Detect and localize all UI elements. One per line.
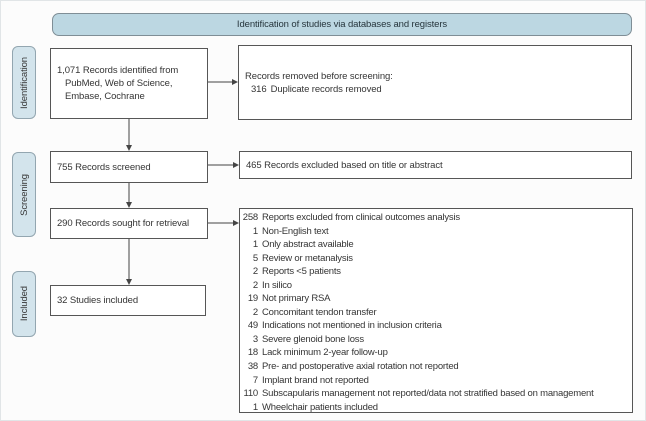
exclusion-reason-row: 38 Pre- and postoperative axial rotation… [242, 360, 630, 374]
exclusion-reason-row: 5 Review or metanalysis [242, 252, 630, 266]
box-records-sought-retrieval: 290 Records sought for retrieval [50, 208, 208, 239]
reason-count: 7 [252, 374, 258, 386]
reason-count: 5 [252, 252, 258, 264]
exclusion-reason-row: 18 Lack minimum 2-year follow-up [242, 346, 630, 360]
box-records-removed-before-screening: Records removed before screening: 316 Du… [238, 45, 632, 120]
stage-label-screening: Screening [12, 152, 36, 237]
reason-text: Concomitant tendon transfer [262, 306, 377, 318]
reason-count: 1 [252, 401, 258, 413]
records-removed-item-count: 316 [251, 83, 267, 95]
exclusion-reason-row: 3 Severe glenoid bone loss [242, 333, 630, 347]
box-records-screened: 755 Records screened [50, 151, 208, 183]
reason-count: 18 [247, 347, 258, 359]
reason-text: Not primary RSA [262, 293, 331, 305]
records-identified-line1: 1,071 Records identified from [57, 65, 179, 76]
box-studies-included: 32 Studies included [50, 285, 206, 316]
box-reports-excluded: 258 Reports excluded from clinical outco… [239, 208, 633, 413]
records-screened-text: 755 Records screened [57, 161, 151, 173]
records-removed-item-text: Duplicate records removed [270, 83, 382, 95]
reason-text: Severe glenoid bone loss [262, 333, 364, 345]
records-identified-line2: PubMed, Web of Science, [65, 78, 173, 89]
exclusion-reason-row: 2 Reports <5 patients [242, 265, 630, 279]
reason-count: 110 [243, 388, 258, 400]
reason-count: 1 [252, 225, 258, 237]
stage-label-included-text: Included [18, 286, 30, 322]
box-records-excluded-title-abstract: 465 Records excluded based on title or a… [239, 151, 632, 179]
reports-excluded-heading-text: Reports excluded from clinical outcomes … [262, 212, 460, 223]
reason-text: Pre- and postoperative axial rotation no… [262, 361, 459, 373]
reason-count: 2 [252, 279, 258, 291]
reports-excluded-heading-count: 258 [242, 212, 258, 223]
reason-text: Review or metanalysis [262, 252, 353, 264]
reason-count: 1 [252, 239, 258, 251]
reason-text: Only abstract available [262, 239, 354, 251]
exclusion-reason-row: 1 Wheelchair patients included [242, 401, 630, 415]
reason-text: Subscapularis management not reported/da… [262, 388, 594, 400]
banner-databases-registers: Identification of studies via databases … [52, 13, 632, 36]
exclusion-reason-row: 49 Indications not mentioned in inclusio… [242, 319, 630, 333]
stage-label-identification-text: Identification [18, 56, 30, 109]
exclusion-reason-row: 2 Concomitant tendon transfer [242, 306, 630, 320]
stage-label-included: Included [12, 271, 36, 337]
reason-text: Implant brand not reported [262, 374, 369, 386]
exclusion-reason-row: 1 Only abstract available [242, 238, 630, 252]
reason-count: 2 [252, 266, 258, 278]
reason-text: Indications not mentioned in inclusion c… [262, 320, 442, 332]
reason-text: Non-English text [262, 225, 329, 237]
reason-count: 38 [247, 361, 258, 373]
records-removed-heading: Records removed before screening: [245, 70, 393, 82]
exclusion-reason-row: 19 Not primary RSA [242, 292, 630, 306]
reason-text: In silico [262, 279, 292, 291]
stage-label-identification: Identification [12, 46, 36, 119]
reason-text: Wheelchair patients included [262, 401, 378, 413]
box-records-identified: 1,071 Records identified from PubMed, We… [50, 48, 208, 119]
reason-text: Lack minimum 2-year follow-up [262, 347, 388, 359]
reason-count: 3 [252, 333, 258, 345]
exclusion-reason-row: 1 Non-English text [242, 225, 630, 239]
records-sought-text: 290 Records sought for retrieval [57, 218, 189, 229]
reason-count: 19 [247, 293, 258, 305]
banner-title: Identification of studies via databases … [236, 19, 448, 30]
stage-label-screening-text: Screening [18, 173, 30, 216]
exclusion-reason-row: 2 In silico [242, 279, 630, 293]
studies-included-text: 32 Studies included [57, 295, 139, 306]
records-excluded-title-abstract-text: 465 Records excluded based on title or a… [246, 159, 443, 171]
reason-text: Reports <5 patients [262, 266, 341, 278]
reports-excluded-heading-row: 258 Reports excluded from clinical outco… [242, 211, 630, 225]
exclusion-reason-row: 7 Implant brand not reported [242, 374, 630, 388]
reason-count: 2 [252, 306, 258, 318]
reason-count: 49 [247, 320, 258, 332]
records-identified-line3: Embase, Cochrane [65, 91, 145, 102]
records-removed-item: 316 Duplicate records removed [245, 83, 627, 96]
exclusion-reason-row: 110 Subscapularis management not reporte… [242, 387, 630, 401]
